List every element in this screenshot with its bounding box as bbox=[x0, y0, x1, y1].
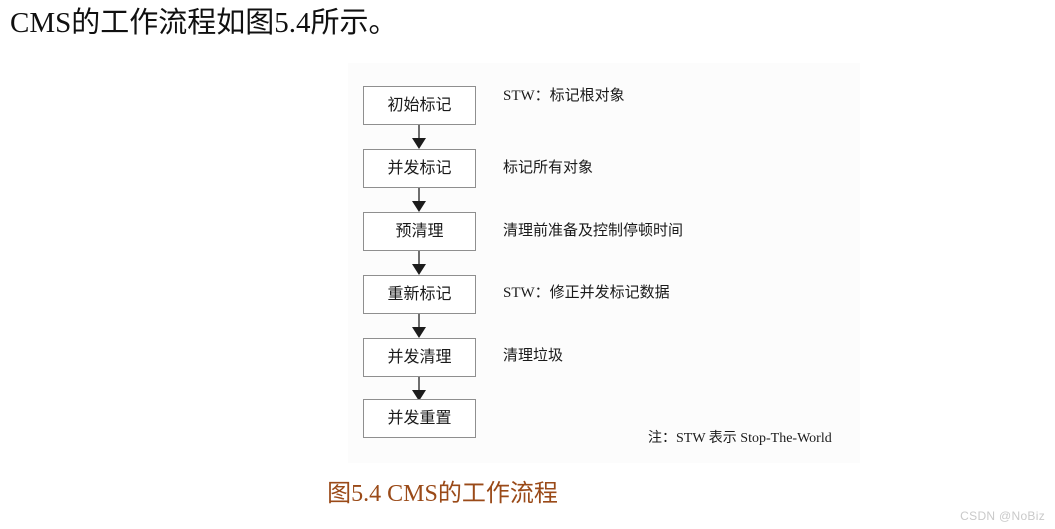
arrow-down-icon bbox=[412, 251, 426, 275]
arrow-down-icon bbox=[412, 314, 426, 338]
flow-box-label: 初始标记 bbox=[387, 97, 452, 114]
figure-footnote: 注：STW 表示 Stop-The-World bbox=[648, 431, 832, 446]
flow-box-label: 并发清理 bbox=[387, 349, 452, 366]
flow-box-initial-mark: 初始标记 bbox=[363, 86, 476, 125]
flow-note-concurrent-sweep: 清理垃圾 bbox=[503, 348, 564, 364]
arrow-down-icon bbox=[412, 188, 426, 212]
flow-box-concurrent-mark: 并发标记 bbox=[363, 149, 476, 188]
arrow-head bbox=[412, 201, 426, 212]
flow-box-label: 并发标记 bbox=[387, 160, 452, 177]
arrow-down-icon bbox=[412, 377, 426, 401]
arrow-head bbox=[412, 138, 426, 149]
flow-box-label: 预清理 bbox=[395, 223, 444, 240]
arrow-stem bbox=[418, 251, 420, 266]
arrow-down-icon bbox=[412, 125, 426, 149]
flow-note-concurrent-mark: 标记所有对象 bbox=[503, 160, 594, 176]
arrow-stem bbox=[418, 188, 420, 203]
flow-box-label: 重新标记 bbox=[387, 286, 452, 303]
flowchart-figure: 初始标记 STW：标记根对象 并发标记 标记所有对象 预清理 清理前准备及控制停… bbox=[348, 63, 860, 463]
arrow-stem bbox=[418, 125, 420, 140]
arrow-head bbox=[412, 327, 426, 338]
arrow-head bbox=[412, 264, 426, 275]
arrow-stem bbox=[418, 314, 420, 329]
watermark: CSDN @NoBiz bbox=[960, 509, 1045, 523]
figure-caption: 图5.4 CMS的工作流程 bbox=[327, 481, 558, 507]
page-title: CMS的工作流程如图5.4所示。 bbox=[10, 7, 398, 39]
flow-box-label: 并发重置 bbox=[387, 410, 452, 427]
arrow-stem bbox=[418, 377, 420, 392]
arrow-head bbox=[412, 390, 426, 401]
flow-box-concurrent-sweep: 并发清理 bbox=[363, 338, 476, 377]
flow-box-preclean: 预清理 bbox=[363, 212, 476, 251]
flow-note-remark: STW：修正并发标记数据 bbox=[503, 285, 670, 301]
flow-box-remark: 重新标记 bbox=[363, 275, 476, 314]
flow-note-preclean: 清理前准备及控制停顿时间 bbox=[503, 223, 684, 239]
flow-note-initial-mark: STW：标记根对象 bbox=[503, 88, 625, 104]
flow-box-concurrent-reset: 并发重置 bbox=[363, 399, 476, 438]
